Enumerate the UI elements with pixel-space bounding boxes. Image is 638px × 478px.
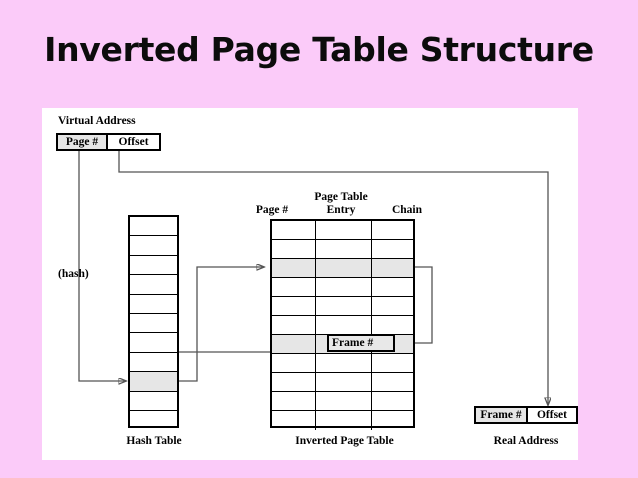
inverted-page-table[interactable] [270, 219, 415, 430]
cell-page-number[interactable] [272, 316, 315, 334]
real-address-frame-number-cell[interactable]: Frame # [476, 408, 526, 422]
pagetable-header-entry-line2: Entry [326, 204, 356, 216]
hash-table-row[interactable] [130, 411, 177, 430]
virtual-address-box: Page # Offset [56, 133, 161, 151]
inverted-page-table-caption: Inverted Page Table [295, 435, 394, 447]
page-table-row[interactable] [272, 411, 413, 430]
hash-table-row[interactable] [130, 314, 177, 334]
cell-page-table-entry[interactable] [314, 297, 371, 315]
cell-page-number[interactable] [272, 373, 315, 391]
cell-page-table-entry[interactable] [314, 411, 371, 430]
cell-page-table-entry[interactable] [314, 278, 371, 296]
page-table-row-highlighted[interactable] [272, 259, 413, 278]
cell-chain[interactable] [371, 297, 413, 315]
cell-page-number[interactable] [272, 354, 315, 372]
page-title: Inverted Page Table Structure [44, 30, 594, 69]
hash-table-row[interactable] [130, 275, 177, 295]
cell-page-number[interactable] [272, 221, 315, 239]
virtual-address-offset-cell[interactable]: Offset [106, 135, 159, 149]
cell-page-number[interactable] [272, 240, 315, 258]
cell-chain[interactable] [371, 373, 413, 391]
diagram-panel: Virtual Address Page # Offset (hash) Has… [42, 108, 578, 460]
pagetable-header-page-number: Page # [255, 204, 289, 216]
hash-table-row[interactable] [130, 353, 177, 373]
cell-page-number[interactable] [272, 392, 315, 410]
page-table-row[interactable] [272, 316, 413, 335]
page-table-row[interactable] [272, 221, 413, 240]
cell-chain[interactable] [371, 259, 413, 277]
wire-hash-to-pagetable [179, 267, 264, 382]
cell-chain[interactable] [371, 354, 413, 372]
cell-page-table-entry[interactable] [314, 221, 371, 239]
virtual-address-page-number-cell[interactable]: Page # [58, 135, 107, 149]
hash-table-caption: Hash Table [126, 435, 182, 447]
cell-page-number[interactable] [272, 335, 315, 353]
hash-table-row[interactable] [130, 256, 177, 276]
cell-chain[interactable] [371, 411, 413, 430]
cell-page-table-entry[interactable] [314, 259, 371, 277]
cell-page-number[interactable] [272, 297, 315, 315]
wire-page-to-hash [78, 150, 126, 381]
real-address-caption: Real Address [493, 435, 559, 447]
page-table-row[interactable] [272, 278, 413, 297]
cell-page-number[interactable] [272, 259, 315, 277]
page-table-row[interactable] [272, 373, 413, 392]
cell-chain[interactable] [371, 316, 413, 334]
frame-number-inline-box[interactable]: Frame # [327, 334, 395, 352]
hash-table-row[interactable] [130, 217, 177, 237]
cell-page-table-entry[interactable] [314, 392, 371, 410]
hash-table-row[interactable] [130, 236, 177, 256]
cell-page-table-entry[interactable] [314, 335, 371, 353]
hash-function-label: (hash) [58, 268, 89, 280]
cell-page-table-entry[interactable] [314, 316, 371, 334]
cell-page-number[interactable] [272, 411, 315, 430]
cell-chain[interactable] [371, 278, 413, 296]
hash-table-row-highlighted[interactable] [130, 372, 177, 392]
cell-chain[interactable] [371, 392, 413, 410]
cell-page-number[interactable] [272, 278, 315, 296]
cell-page-table-entry[interactable] [314, 373, 371, 391]
page-table-row[interactable] [272, 392, 413, 411]
hash-table-row[interactable] [130, 333, 177, 353]
page-table-row[interactable] [272, 240, 413, 259]
hash-table[interactable] [128, 215, 179, 428]
hash-table-row[interactable] [130, 392, 177, 411]
pagetable-header-chain: Chain [391, 204, 423, 216]
pagetable-header-entry-line1: Page Table [314, 191, 368, 203]
real-address-offset-cell[interactable]: Offset [525, 408, 576, 422]
real-address-box: Frame # Offset [474, 406, 578, 424]
page-table-row[interactable] [272, 354, 413, 373]
cell-page-table-entry[interactable] [314, 240, 371, 258]
page-table-row[interactable] [272, 297, 413, 316]
cell-chain[interactable] [371, 221, 413, 239]
cell-chain[interactable] [371, 240, 413, 258]
virtual-address-label: Virtual Address [58, 115, 136, 127]
cell-page-table-entry[interactable] [314, 354, 371, 372]
hash-table-row[interactable] [130, 295, 177, 314]
